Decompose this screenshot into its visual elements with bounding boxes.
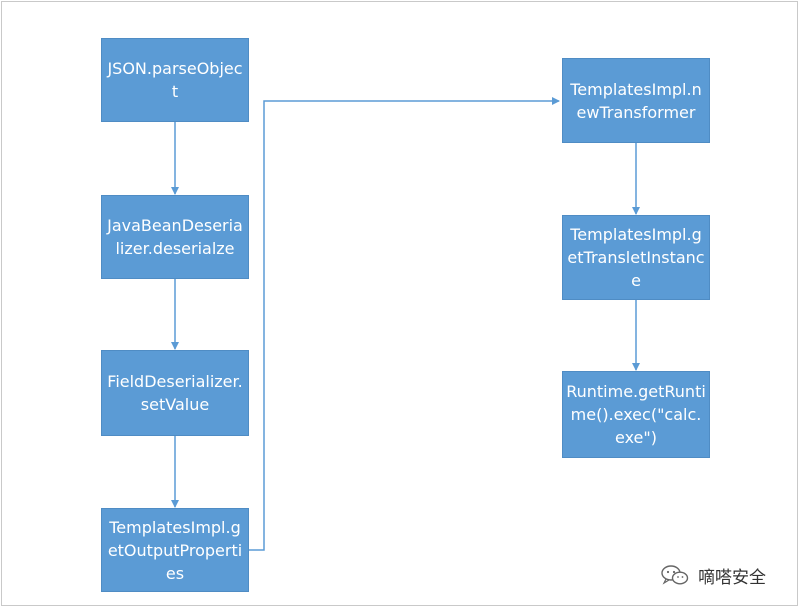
watermark: 嘀嗒安全 (660, 562, 766, 588)
node-label: TemplatesImpl.getOutputProperties (107, 517, 243, 583)
wechat-icon (660, 564, 690, 586)
node-fielddeserializer-setvalue: FieldDeserializer.setValue (101, 350, 249, 436)
node-label: TemplatesImpl.newTransformer (570, 79, 702, 122)
node-label: JSON.parseObject (107, 59, 243, 101)
node-templatesimpl-gettransletinstance: TemplatesImpl.getTransletInstance (562, 215, 710, 300)
node-label: FieldDeserializer.setValue (107, 372, 243, 414)
node-json-parseobject: JSON.parseObject (101, 38, 249, 122)
node-label: TemplatesImpl.getTransletInstance (567, 225, 705, 290)
node-templatesimpl-newtransformer: TemplatesImpl.newTransformer (562, 58, 710, 143)
node-templatesimpl-getoutputproperties: TemplatesImpl.getOutputProperties (101, 508, 249, 592)
node-runtime-exec: Runtime.getRuntime().exec("calc.exe") (562, 371, 710, 458)
watermark-text: 嘀嗒安全 (698, 567, 766, 588)
node-label: Runtime.getRuntime().exec("calc.exe") (566, 382, 706, 447)
node-javabeandeserializer-deserialze: JavaBeanDeserializer.deserialze (101, 195, 249, 279)
node-label: JavaBeanDeserializer.deserialze (107, 216, 243, 258)
